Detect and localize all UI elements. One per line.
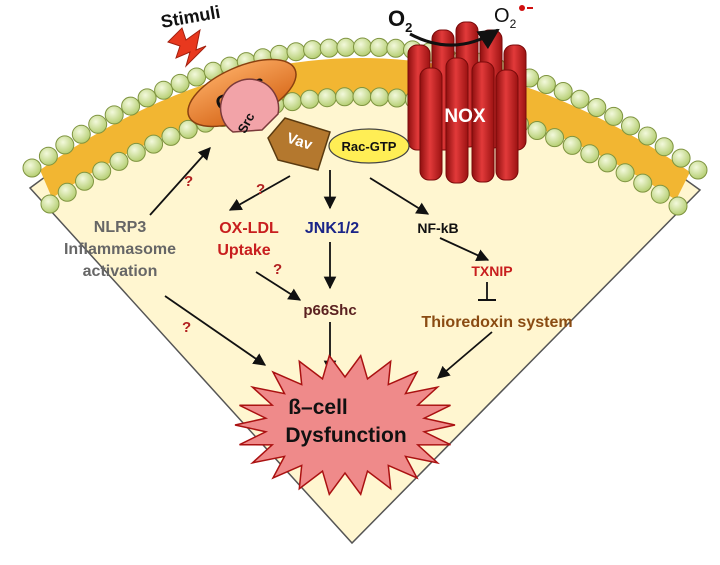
oxygen-label: O2 (388, 6, 412, 35)
question-mark-1: ? (184, 173, 193, 190)
lipid-head (633, 173, 653, 193)
arrow-cd36-to-nlrp3 (149, 147, 211, 216)
rac-gtp-protein (328, 128, 410, 164)
lipid-head (370, 87, 389, 107)
arrow-thioredoxin-to-dysfunction (437, 331, 493, 379)
lipid-head (335, 87, 355, 107)
lipid-head (178, 119, 198, 139)
arrow-nfkb-to-txnip (439, 237, 490, 262)
lipid-bilayer-heads (22, 37, 708, 216)
lipid-head (282, 92, 302, 112)
jnk-label: JNK1/2 (305, 220, 359, 237)
rac-gtp-label: Rac-GTP (342, 139, 397, 154)
question-mark-4: ? (182, 319, 191, 336)
thioredoxin-label: Thioredoxin system (421, 314, 572, 331)
lipid-head (161, 126, 181, 146)
lipid-head (137, 88, 157, 108)
lipid-head (386, 38, 406, 58)
oxygen-conversion-arrow (409, 28, 500, 50)
lipid-head (527, 121, 547, 140)
lipid-head (570, 89, 590, 109)
oxldl-label-line1: OX-LDL (219, 220, 279, 237)
stimuli-label: Stimuli (159, 2, 222, 32)
p66shc-label: p66Shc (303, 302, 356, 319)
dysfunction-label-line1: ß–cell (288, 396, 348, 419)
lipid-head (75, 171, 94, 191)
lipid-head (597, 153, 617, 173)
nox-label: NOX (444, 106, 486, 127)
arrow-nlrp3-to-dysfunction (164, 295, 267, 366)
nfkb-label: NF-kB (417, 220, 458, 236)
arrow-vav-to-oxldl (228, 175, 291, 211)
lipid-head (121, 96, 141, 116)
lipid-head (57, 182, 77, 202)
lipid-head (637, 126, 657, 146)
lipid-head (38, 146, 58, 166)
lipid-head (88, 114, 108, 134)
lipid-head (352, 87, 372, 106)
lipid-head (22, 158, 42, 178)
lipid-head (144, 134, 164, 154)
lipid-head (369, 37, 389, 57)
lipid-head (154, 80, 174, 100)
oxldl-label-line2: Uptake (217, 242, 270, 259)
radical-dot (519, 5, 525, 11)
lipid-head (604, 106, 624, 126)
lipid-head (580, 144, 600, 164)
lipid-head (671, 148, 691, 168)
lipid-head (71, 124, 91, 144)
nox-complex (407, 21, 527, 184)
lipid-head (286, 42, 306, 62)
lipid-head (55, 135, 75, 155)
lipid-head (303, 40, 323, 60)
lipid-head (536, 75, 556, 94)
lipid-head (545, 128, 565, 148)
lipid-head (650, 184, 670, 204)
lipid-head (688, 160, 708, 180)
nlrp3-label-line2: Inflammasome (64, 241, 176, 258)
lipid-head (621, 116, 640, 136)
txnip-label: TXNIP (471, 263, 512, 279)
lipid-head (654, 137, 674, 157)
arrow-oxldl-to-p66shc (255, 271, 302, 301)
lipid-head (109, 151, 129, 171)
lipid-head (170, 73, 190, 93)
lipid-head (300, 89, 320, 109)
lipid-head (126, 142, 146, 162)
src-kinase (219, 78, 280, 133)
lipid-head (92, 161, 112, 181)
vav-protein (267, 117, 331, 171)
lipid-head (615, 163, 635, 183)
question-mark-2: ? (256, 181, 265, 198)
lightning-bolt-icon (167, 27, 207, 68)
nlrp3-label-line3: activation (83, 263, 158, 280)
lipid-head (562, 135, 582, 155)
superoxide-label: O2 (494, 5, 517, 31)
lipid-head (553, 82, 573, 101)
lipid-head (104, 105, 124, 125)
question-mark-3: ? (273, 261, 282, 278)
lipid-head (387, 88, 407, 108)
lipid-head (187, 67, 207, 87)
lipid-head (317, 88, 337, 108)
lipid-head (319, 38, 339, 58)
lipid-head (336, 37, 356, 57)
lipid-head (353, 37, 372, 57)
nlrp3-label-line1: NLRP3 (94, 219, 147, 236)
dysfunction-label-line2: Dysfunction (285, 424, 406, 447)
arrow-rac-to-nfkb (369, 177, 430, 215)
dysfunction-burst (234, 354, 456, 496)
lipid-head (668, 196, 688, 216)
lipid-head (587, 98, 607, 117)
lipid-head (40, 194, 60, 214)
